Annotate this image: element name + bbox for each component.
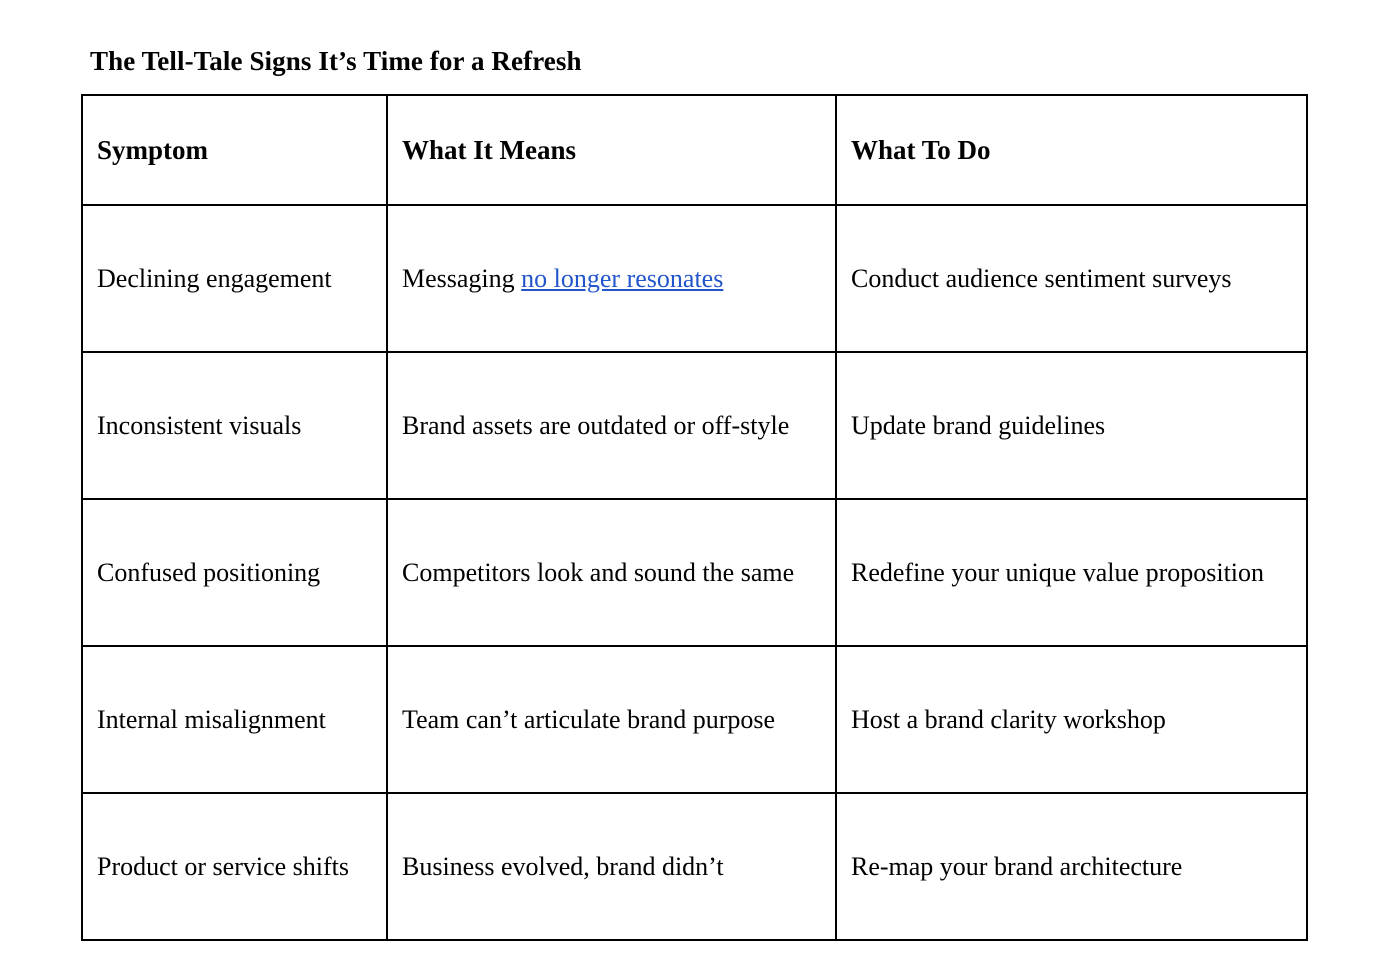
table-row: Confused positioning Competitors look an… (81, 498, 1308, 647)
no-longer-resonates-link[interactable]: no longer resonates (521, 263, 724, 293)
refresh-signs-table-wrapper: Symptom What It Means What To Do Declini… (81, 94, 1308, 941)
cell-what-it-means: Business evolved, brand didn’t (386, 792, 837, 941)
table-row: Inconsistent visuals Brand assets are ou… (81, 351, 1308, 500)
cell-what-to-do: Re-map your brand architecture (835, 792, 1308, 941)
cell-what-it-means: Brand assets are outdated or off-style (386, 351, 837, 500)
cell-symptom: Inconsistent visuals (81, 351, 388, 500)
cell-what-to-do: Redefine your unique value proposition (835, 498, 1308, 647)
cell-symptom: Confused positioning (81, 498, 388, 647)
cell-symptom: Declining engagement (81, 204, 388, 353)
link-prefix-text: Messaging (402, 263, 522, 293)
refresh-signs-table: Symptom What It Means What To Do Declini… (81, 94, 1308, 941)
cell-text-with-link: Messaging no longer resonates (402, 260, 821, 298)
table-row: Internal misalignment Team can’t articul… (81, 645, 1308, 794)
table-header-row: Symptom What It Means What To Do (81, 94, 1308, 206)
page-title: The Tell-Tale Signs It’s Time for a Refr… (90, 46, 582, 76)
cell-what-to-do: Host a brand clarity workshop (835, 645, 1308, 794)
cell-what-it-means: Team can’t articulate brand purpose (386, 645, 837, 794)
column-header-what-it-means: What It Means (386, 94, 837, 206)
cell-what-to-do: Conduct audience sentiment surveys (835, 204, 1308, 353)
table-row: Declining engagement Messaging no longer… (81, 204, 1308, 353)
table-row: Product or service shifts Business evolv… (81, 792, 1308, 941)
cell-what-it-means: Competitors look and sound the same (386, 498, 837, 647)
cell-symptom: Product or service shifts (81, 792, 388, 941)
cell-what-it-means: Messaging no longer resonates (386, 204, 837, 353)
cell-symptom: Internal misalignment (81, 645, 388, 794)
cell-what-to-do: Update brand guidelines (835, 351, 1308, 500)
column-header-what-to-do: What To Do (835, 94, 1308, 206)
column-header-symptom: Symptom (81, 94, 388, 206)
